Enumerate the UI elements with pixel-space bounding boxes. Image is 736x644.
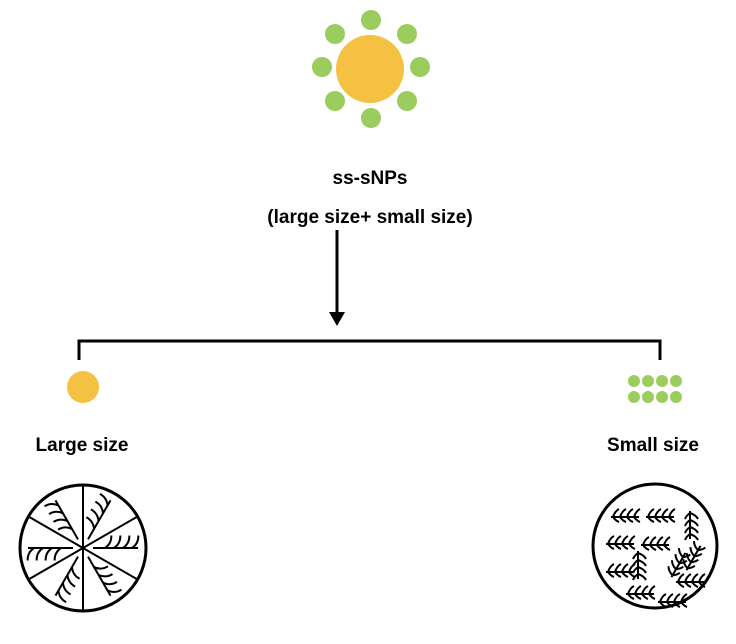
- ligand-dot: [361, 108, 381, 128]
- pore-channel: [82, 516, 138, 549]
- fern-branch: [632, 551, 647, 581]
- fern-branch: [93, 535, 140, 549]
- small-dot: [670, 391, 682, 403]
- fern-branch: [85, 492, 112, 540]
- ligand-dot: [312, 57, 332, 77]
- large-size-label: Large size: [36, 435, 129, 456]
- small-pore-structure: [591, 482, 719, 610]
- ligand-dot: [397, 24, 417, 44]
- fern-branch: [667, 547, 691, 578]
- fern-branch: [641, 536, 671, 551]
- core-circle: [336, 35, 404, 103]
- pore-channel: [82, 547, 138, 580]
- small-dot: [628, 391, 640, 403]
- small-dot: [628, 375, 640, 387]
- fern-branch: [54, 556, 81, 604]
- fern-branch: [676, 573, 706, 588]
- subtitle-label: (large size+ small size): [267, 207, 472, 228]
- fern-branch: [682, 540, 706, 571]
- ligand-dot: [397, 91, 417, 111]
- ligand-dot: [361, 10, 381, 30]
- large-particle: [67, 371, 99, 403]
- down-arrow: [329, 230, 345, 326]
- ss-snp-particle: [312, 10, 430, 128]
- fern-branch: [26, 547, 73, 561]
- fern-branch: [606, 563, 636, 578]
- fern-branch: [626, 585, 656, 600]
- small-particles: [628, 375, 682, 403]
- fern-branch: [646, 508, 676, 523]
- pore-channel: [28, 547, 84, 580]
- large-pore-structure: [18, 483, 148, 613]
- fern-branch: [606, 535, 636, 550]
- small-dot: [656, 391, 668, 403]
- fern-branch: [658, 593, 688, 608]
- small-size-label: Small size: [607, 435, 699, 456]
- fern-branch: [611, 508, 641, 523]
- ligand-dot: [325, 91, 345, 111]
- split-bracket: [77, 339, 662, 360]
- fern-branch: [43, 499, 79, 540]
- small-dot: [656, 375, 668, 387]
- small-dot: [642, 391, 654, 403]
- ligand-dot: [325, 24, 345, 44]
- title-label: ss-sNPs: [333, 168, 408, 189]
- fern-branch: [87, 556, 123, 597]
- small-dot: [642, 375, 654, 387]
- fern-branch: [684, 511, 699, 541]
- ligand-dot: [410, 57, 430, 77]
- pore-channel: [28, 516, 84, 549]
- small-dot: [670, 375, 682, 387]
